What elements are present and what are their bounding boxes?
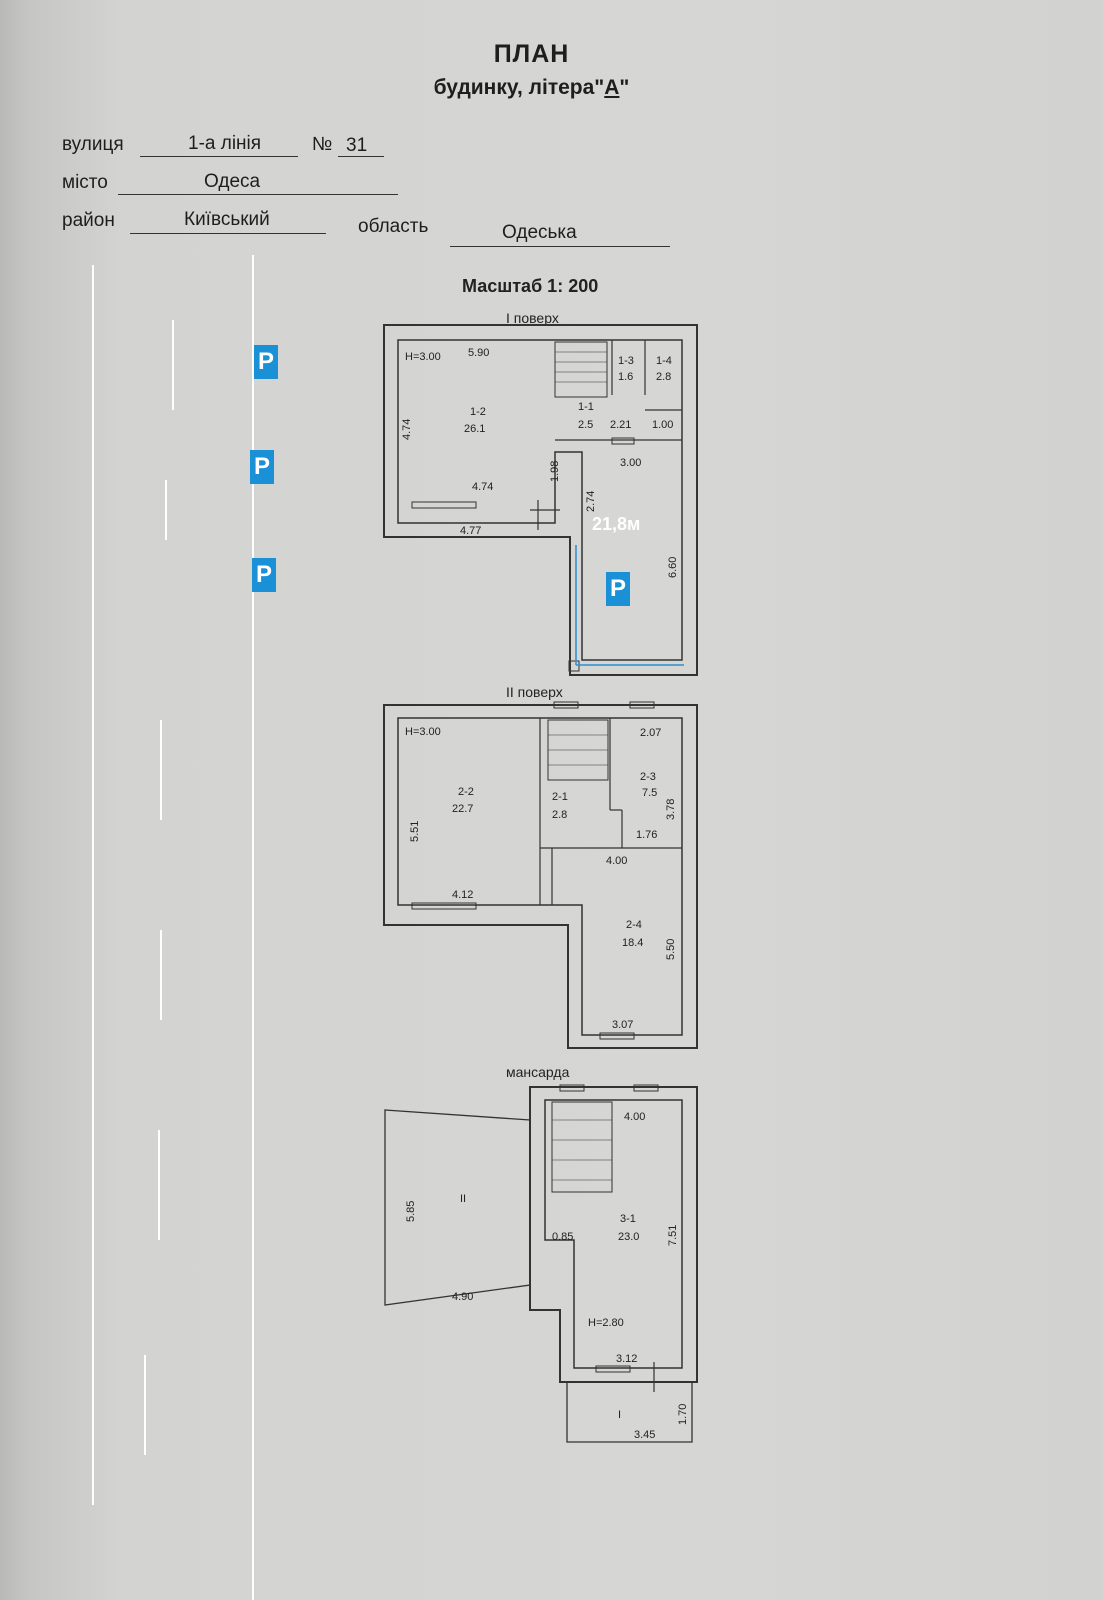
room-id: 1-4 — [656, 355, 672, 367]
street-label: вулиця — [62, 134, 124, 155]
floor1-height: H=3.00 — [405, 351, 441, 363]
dim: 6.60 — [667, 557, 679, 578]
dim: 4.00 — [624, 1111, 645, 1123]
white-mark-line — [144, 1355, 146, 1455]
dim: 2.21 — [610, 419, 631, 431]
room-area: 1.6 — [618, 371, 633, 383]
floor2-label: ІІ поверх — [506, 684, 563, 700]
plan-title: ПЛАН — [493, 40, 570, 68]
distance-annotation: 21,8м — [592, 514, 640, 534]
dim: 3.45 — [634, 1429, 655, 1441]
attic-mark: І — [618, 1409, 621, 1421]
parking-badge: P — [252, 558, 276, 592]
dim: 4.74 — [401, 419, 413, 440]
white-mark-line — [252, 255, 254, 1600]
room-area: 23.0 — [618, 1231, 639, 1243]
room-area: 2.8 — [656, 371, 671, 383]
street-underline — [140, 156, 298, 157]
dim: 4.74 — [472, 481, 493, 493]
room-id: 1-2 — [470, 406, 486, 418]
dim: 2.74 — [585, 491, 597, 512]
attic-height: H=2.80 — [588, 1317, 624, 1329]
room-id: 3-1 — [620, 1213, 636, 1225]
room-area: 18.4 — [622, 937, 643, 949]
room-id: 2-1 — [552, 791, 568, 803]
room-id: 2-2 — [458, 786, 474, 798]
city-label: місто — [62, 172, 108, 193]
subtitle-suffix: " — [619, 76, 630, 99]
subtitle-prefix: будинку, літера" — [433, 76, 605, 99]
district-value: Київський — [184, 209, 270, 230]
dim: 3.78 — [665, 799, 677, 820]
white-mark-line — [92, 265, 94, 1505]
white-mark-line — [160, 720, 162, 820]
dim: 1.76 — [636, 829, 657, 841]
white-mark-line — [160, 930, 162, 1020]
white-mark-line — [172, 320, 174, 410]
region-value: Одеська — [502, 222, 577, 243]
region-underline — [450, 246, 670, 247]
parking-badge: P — [254, 345, 278, 379]
room-id: 1-1 — [578, 401, 594, 413]
dim: 3.12 — [616, 1353, 637, 1365]
dim: 3.07 — [612, 1019, 633, 1031]
floor2-plan — [383, 701, 698, 1049]
floor1-label: І поверх — [506, 310, 559, 326]
number-value: 31 — [346, 135, 368, 156]
city-underline — [118, 194, 398, 195]
room-area: 2.8 — [552, 809, 567, 821]
city-value: Одеса — [204, 171, 261, 192]
dim: 1.70 — [677, 1404, 689, 1425]
dim: 4.00 — [606, 855, 627, 867]
litera-value: А — [604, 76, 620, 99]
number-label: № — [312, 134, 333, 155]
parking-area-outline — [575, 545, 684, 666]
region-label: область — [358, 216, 429, 237]
dim: 5.85 — [405, 1201, 417, 1222]
dim: 2.07 — [640, 727, 661, 739]
room-area: 7.5 — [642, 787, 657, 799]
dim: 4.12 — [452, 889, 473, 901]
floor2-labels: H=3.00 5.51 2-2 22.7 4.12 2.07 2-1 2.8 2… — [405, 726, 677, 1031]
street-value: 1-а лінія — [188, 133, 262, 154]
attic-plan — [384, 1084, 698, 1443]
white-mark-line — [158, 1130, 160, 1240]
dim: 5.50 — [665, 939, 677, 960]
dim: 5.90 — [468, 347, 489, 359]
dim: 7.51 — [667, 1225, 679, 1246]
room-id: 1-3 — [618, 355, 634, 367]
dim: 3.00 — [620, 457, 641, 469]
parking-badge-plan: P — [606, 572, 630, 606]
attic-label: мансарда — [506, 1064, 570, 1080]
dim: 1.98 — [549, 461, 561, 482]
district-label: район — [62, 210, 115, 231]
room-area: 2.5 — [578, 419, 593, 431]
dim: 4.90 — [452, 1291, 473, 1303]
room-area: 26.1 — [464, 423, 485, 435]
room-id: 2-3 — [640, 771, 656, 783]
scale-label: Масштаб 1: 200 — [462, 276, 599, 296]
dim: 4.77 — [460, 525, 481, 537]
attic-labels: 4.00 5.85 ІІ 7.51 3-1 23.0 0.85 4.90 H=2… — [405, 1111, 689, 1441]
floor1-labels: H=3.00 5.90 4.74 1-2 26.1 4.74 4.77 1.98… — [401, 347, 679, 578]
number-underline — [338, 156, 384, 157]
floor2-height: H=3.00 — [405, 726, 441, 738]
dim: 0.85 — [552, 1231, 573, 1243]
district-underline — [130, 233, 326, 234]
dim: 5.51 — [409, 821, 421, 842]
attic-mark: ІІ — [460, 1193, 466, 1205]
room-area: 22.7 — [452, 803, 473, 815]
white-mark-line — [165, 480, 167, 540]
floor1-plan — [383, 324, 698, 676]
parking-badge: P — [250, 450, 274, 484]
plan-subtitle: будинку, літера"А" — [0, 76, 1083, 100]
dim: 1.00 — [652, 419, 673, 431]
room-id: 2-4 — [626, 919, 642, 931]
